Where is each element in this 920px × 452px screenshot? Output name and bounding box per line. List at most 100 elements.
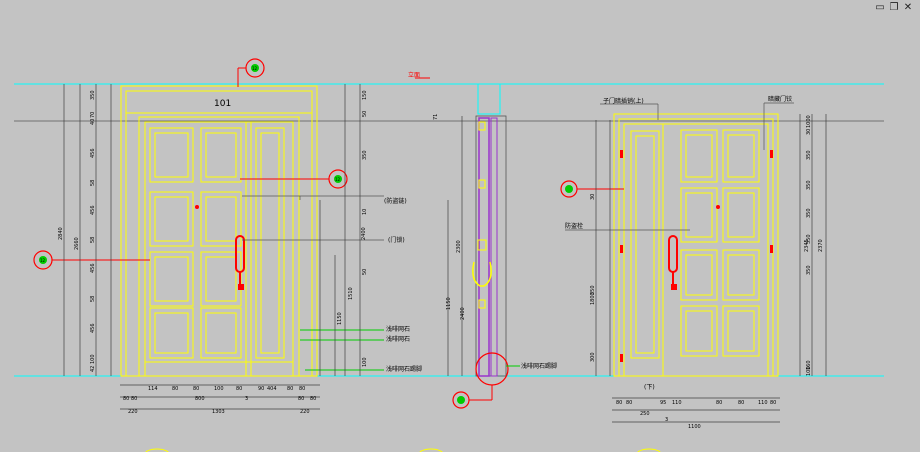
- right-dim-texts: 1800303503001000303503503503503501601002…: [590, 115, 824, 430]
- label-concealed-hinge: 暗藏门铰: [768, 95, 792, 103]
- dim-text: 80: [123, 396, 129, 402]
- dim-text: 90: [258, 386, 264, 392]
- dim-text: 2345: [804, 239, 810, 252]
- callout-number: 12: [252, 66, 258, 71]
- dim-text: 1303: [212, 409, 225, 415]
- dim-text: 80: [299, 386, 305, 392]
- mid-dim-texts: 2300 1150 2400 71: [433, 114, 466, 320]
- dim-text: 114: [148, 386, 158, 392]
- dim-text: 95: [660, 400, 666, 406]
- dim-text: 3: [665, 417, 668, 423]
- minimize-icon[interactable]: ▭: [875, 2, 885, 13]
- dim-text: 70: [90, 112, 96, 118]
- dim-text: 1150: [446, 297, 452, 310]
- label-sub-door-bolt: 子门暗插销(上): [603, 97, 644, 105]
- dim-text: 80: [131, 396, 137, 402]
- dim-text: 10: [362, 209, 368, 215]
- dim-text: 50: [362, 269, 368, 275]
- close-icon[interactable]: ✕: [903, 2, 913, 13]
- dim-text: 80: [738, 400, 744, 406]
- dim-text: 110: [758, 400, 768, 406]
- dim-text: 1800: [590, 292, 596, 305]
- dim-text: 350: [806, 150, 812, 160]
- right-door-hardware: [560, 102, 794, 362]
- label-threshold-stone-1: 浅啡网石: [386, 325, 410, 333]
- dim-text: 1000: [806, 115, 812, 128]
- dim-text: 50: [362, 111, 368, 117]
- dim-text: 58: [90, 296, 96, 302]
- section-mark: 立面: [408, 71, 420, 79]
- dim-text: 2300: [456, 240, 462, 253]
- dim-text: 42: [90, 366, 96, 372]
- dim-text: 80: [616, 400, 622, 406]
- dim-text: 2400: [361, 227, 367, 240]
- window-controls: ▭ ❐ ✕: [874, 2, 914, 13]
- dim-text: 350: [590, 285, 596, 295]
- dim-text: 1150: [337, 312, 343, 325]
- section-view: [415, 77, 520, 409]
- dim-text: 1510: [348, 287, 354, 300]
- dim-text: 220: [128, 409, 138, 415]
- dim-text: 456: [90, 205, 96, 215]
- dim-text: 456: [90, 263, 96, 273]
- dim-text: 2840: [58, 227, 64, 240]
- dim-text: 404: [267, 386, 277, 392]
- dim-text: 80: [236, 386, 242, 392]
- dim-text: 350: [90, 90, 96, 100]
- left-dim-texts: 3507040456584565845658456100422840266011…: [40, 66, 572, 415]
- dim-text: 80: [172, 386, 178, 392]
- right-dim-lines: [595, 114, 827, 423]
- dim-text: 80: [193, 386, 199, 392]
- dim-text: 30: [590, 194, 596, 200]
- dim-text: 30: [806, 129, 812, 135]
- label-door-lock: (门锁): [388, 236, 405, 244]
- dim-text: 800: [195, 396, 205, 402]
- label-bottom-note: (下): [644, 384, 655, 391]
- dim-text: 2660: [74, 237, 80, 250]
- callout-number: 12: [40, 258, 46, 263]
- dim-text: 1100: [688, 424, 701, 430]
- dim-text: 58: [90, 180, 96, 186]
- label-anti-theft-chain: (防盗链): [384, 197, 407, 205]
- dim-text: 220: [300, 409, 310, 415]
- restore-icon[interactable]: ❐: [889, 2, 899, 13]
- dim-text: 40: [90, 119, 96, 125]
- dim-text: 2370: [818, 239, 824, 252]
- dim-text: 456: [90, 323, 96, 333]
- left-annotations: [300, 329, 384, 371]
- dim-text: 3: [245, 396, 248, 402]
- left-door-handle: [195, 205, 245, 290]
- dim-text: 300: [590, 352, 596, 362]
- dim-text: 2400: [460, 307, 466, 320]
- dim-text: 80: [770, 400, 776, 406]
- caption-markers: [145, 448, 661, 452]
- label-threshold-stone-2: 浅啡网石: [386, 335, 410, 343]
- left-top-transom: [125, 90, 313, 114]
- dim-text: 80: [298, 396, 304, 402]
- label-threshold-stone-3: 浅啡网石踢脚: [386, 365, 422, 373]
- left-callouts: [33, 58, 348, 270]
- dim-text: 456: [90, 148, 96, 158]
- dim-text: 80: [287, 386, 293, 392]
- dim-text: 58: [90, 237, 96, 243]
- dim-text: 100: [90, 354, 96, 364]
- dim-text: 350: [806, 265, 812, 275]
- callout-number: 12: [335, 177, 341, 182]
- dim-text: 80: [310, 396, 316, 402]
- dim-text: 250: [640, 411, 650, 417]
- dim-text: 350: [362, 150, 368, 160]
- dim-text: 100: [362, 357, 368, 367]
- dim-text: 100: [214, 386, 224, 392]
- dim-text: 80: [626, 400, 632, 406]
- left-door-elevation: [120, 85, 318, 377]
- dim-text: 350: [806, 180, 812, 190]
- dim-text: 150: [362, 90, 368, 100]
- label-anti-theft-bar: 防盗栓: [565, 222, 583, 230]
- left-dim-lines: [63, 84, 361, 410]
- dim-text: 160: [806, 360, 812, 370]
- left-door-number: 101: [214, 99, 231, 109]
- dim-text: 100: [806, 366, 812, 376]
- dim-text: 110: [672, 400, 682, 406]
- dim-text: 71: [433, 114, 439, 120]
